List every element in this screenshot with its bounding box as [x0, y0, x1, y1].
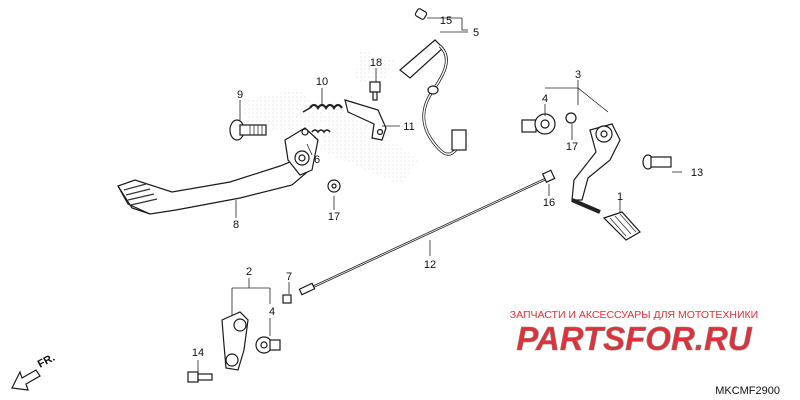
small-bolt-part: [369, 81, 381, 101]
callout-5: 5: [473, 27, 479, 39]
background-logo: [240, 50, 420, 185]
callout-labels: 1 2 3 4 4 5 6 7 8 9 10 11 12 13 14 15 16…: [192, 15, 703, 359]
brake-pedal-part: [117, 127, 319, 215]
pivot-bolt-right-part: [642, 154, 672, 170]
brake-switch-part: [399, 39, 467, 156]
callout-16: 16: [543, 197, 555, 209]
return-spring-part: [302, 103, 343, 113]
rod-end-upper-part: [521, 113, 556, 135]
callout-7: 7: [286, 271, 292, 283]
leader-lines: [197, 17, 682, 372]
diagram-code: MKCMF2900: [715, 385, 780, 397]
callout-14: 14: [192, 347, 204, 359]
callout-11: 11: [403, 121, 414, 133]
callout-4-lower: 4: [269, 306, 275, 318]
washer-left-hole: [331, 183, 337, 189]
callout-9: 9: [237, 89, 243, 101]
callout-17-left: 17: [328, 211, 340, 223]
watermark: ЗАПЧАСТИ И АКСЕССУАРЫ ДЛЯ МОТОТЕХНИКИ PA…: [510, 309, 758, 357]
lower-arm-part: [221, 311, 249, 371]
callout-6: 6: [314, 154, 320, 166]
callout-10: 10: [316, 76, 328, 88]
watermark-brand: PARTSFOR.RU: [516, 320, 752, 357]
front-direction-arrow: FR.: [11, 352, 57, 391]
shift-arm-part: [571, 123, 621, 214]
callout-13: 13: [691, 167, 703, 179]
shift-rod-part: [298, 174, 553, 296]
shift-rubber-part: [602, 211, 641, 241]
callout-15: 15: [440, 15, 452, 27]
pivot-bolt-part: [229, 119, 267, 141]
direction-label: FR.: [36, 352, 57, 371]
washer-right-part: [565, 112, 577, 124]
rod-end-lower-part: [255, 336, 281, 354]
callout-8: 8: [233, 219, 239, 231]
bracket-part: [344, 99, 387, 141]
callout-4-upper: 4: [542, 93, 548, 105]
bolt-14-part: [187, 371, 213, 383]
pin-part: [311, 129, 331, 134]
callout-3: 3: [575, 69, 581, 81]
callout-1: 1: [617, 191, 623, 203]
callout-18: 18: [370, 57, 382, 69]
clip-part: [414, 8, 428, 20]
nut-16-part: [541, 169, 556, 184]
callout-12: 12: [424, 259, 436, 271]
callout-17-right: 17: [566, 141, 578, 153]
callout-2: 2: [246, 266, 252, 278]
nut-7-part: [282, 294, 292, 304]
watermark-tagline: ЗАПЧАСТИ И АКСЕССУАРЫ ДЛЯ МОТОТЕХНИКИ: [510, 309, 758, 321]
